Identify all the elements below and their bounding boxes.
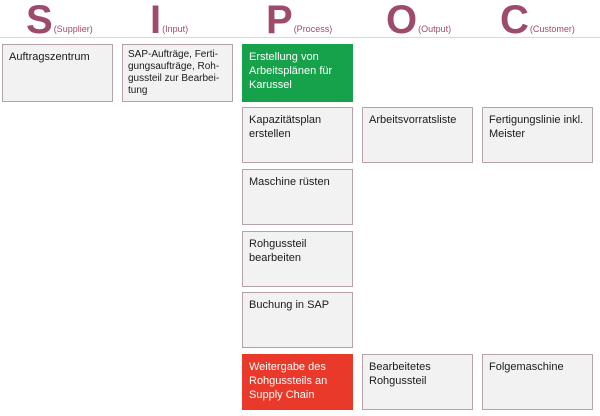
header-label-supplier: (Supplier): [53, 24, 93, 34]
process-step-maschine-ruesten: Maschine rüsten: [242, 169, 353, 225]
output-box-bearbeitetes-rohgussteil: Bearbeitetes Rohgussteil: [362, 354, 473, 410]
process-step-erstellung: Erstellung von Arbeitsplänen für Karusse…: [242, 44, 353, 102]
customer-box-fertigungslinie: Fertigungslinie inkl. Meister: [482, 107, 593, 163]
customer-box-folgemaschine: Folgemaschine: [482, 354, 593, 410]
process-step-rohgussteil-bearbeiten: Rohgussteil bearbeiten: [242, 231, 353, 287]
header-label-input: (Input): [162, 24, 189, 34]
header-label-output: (Output): [418, 24, 452, 34]
header-divider: [0, 37, 600, 38]
header-input: I (Input): [150, 0, 188, 40]
header-letter-i: I: [150, 0, 162, 42]
header-label-customer: (Customer): [529, 24, 575, 34]
process-step-buchung-sap: Buchung in SAP: [242, 292, 353, 348]
header-process: P (Process): [266, 0, 332, 40]
header-letter-p: P: [266, 0, 293, 42]
header-supplier: S (Supplier): [26, 0, 93, 40]
header-letter-o: O: [386, 0, 418, 42]
header-output: O (Output): [386, 0, 451, 40]
output-box-arbeitsvorratsliste: Arbeitsvorratsliste: [362, 107, 473, 163]
header-letter-s: S: [26, 0, 53, 42]
input-box-sap-auftraege: SAP-Aufträge, Ferti-gungsaufträge, Roh-g…: [122, 44, 233, 102]
supplier-box-auftragszentrum: Auftragszentrum: [2, 44, 113, 102]
process-step-weitergabe: Weitergabe des Rohgussteils an Supply Ch…: [242, 354, 353, 410]
header-label-process: (Process): [293, 24, 333, 34]
process-step-kapazitaetsplan: Kapazitätsplan erstellen: [242, 107, 353, 163]
header-customer: C (Customer): [500, 0, 575, 40]
header-letter-c: C: [500, 0, 529, 42]
